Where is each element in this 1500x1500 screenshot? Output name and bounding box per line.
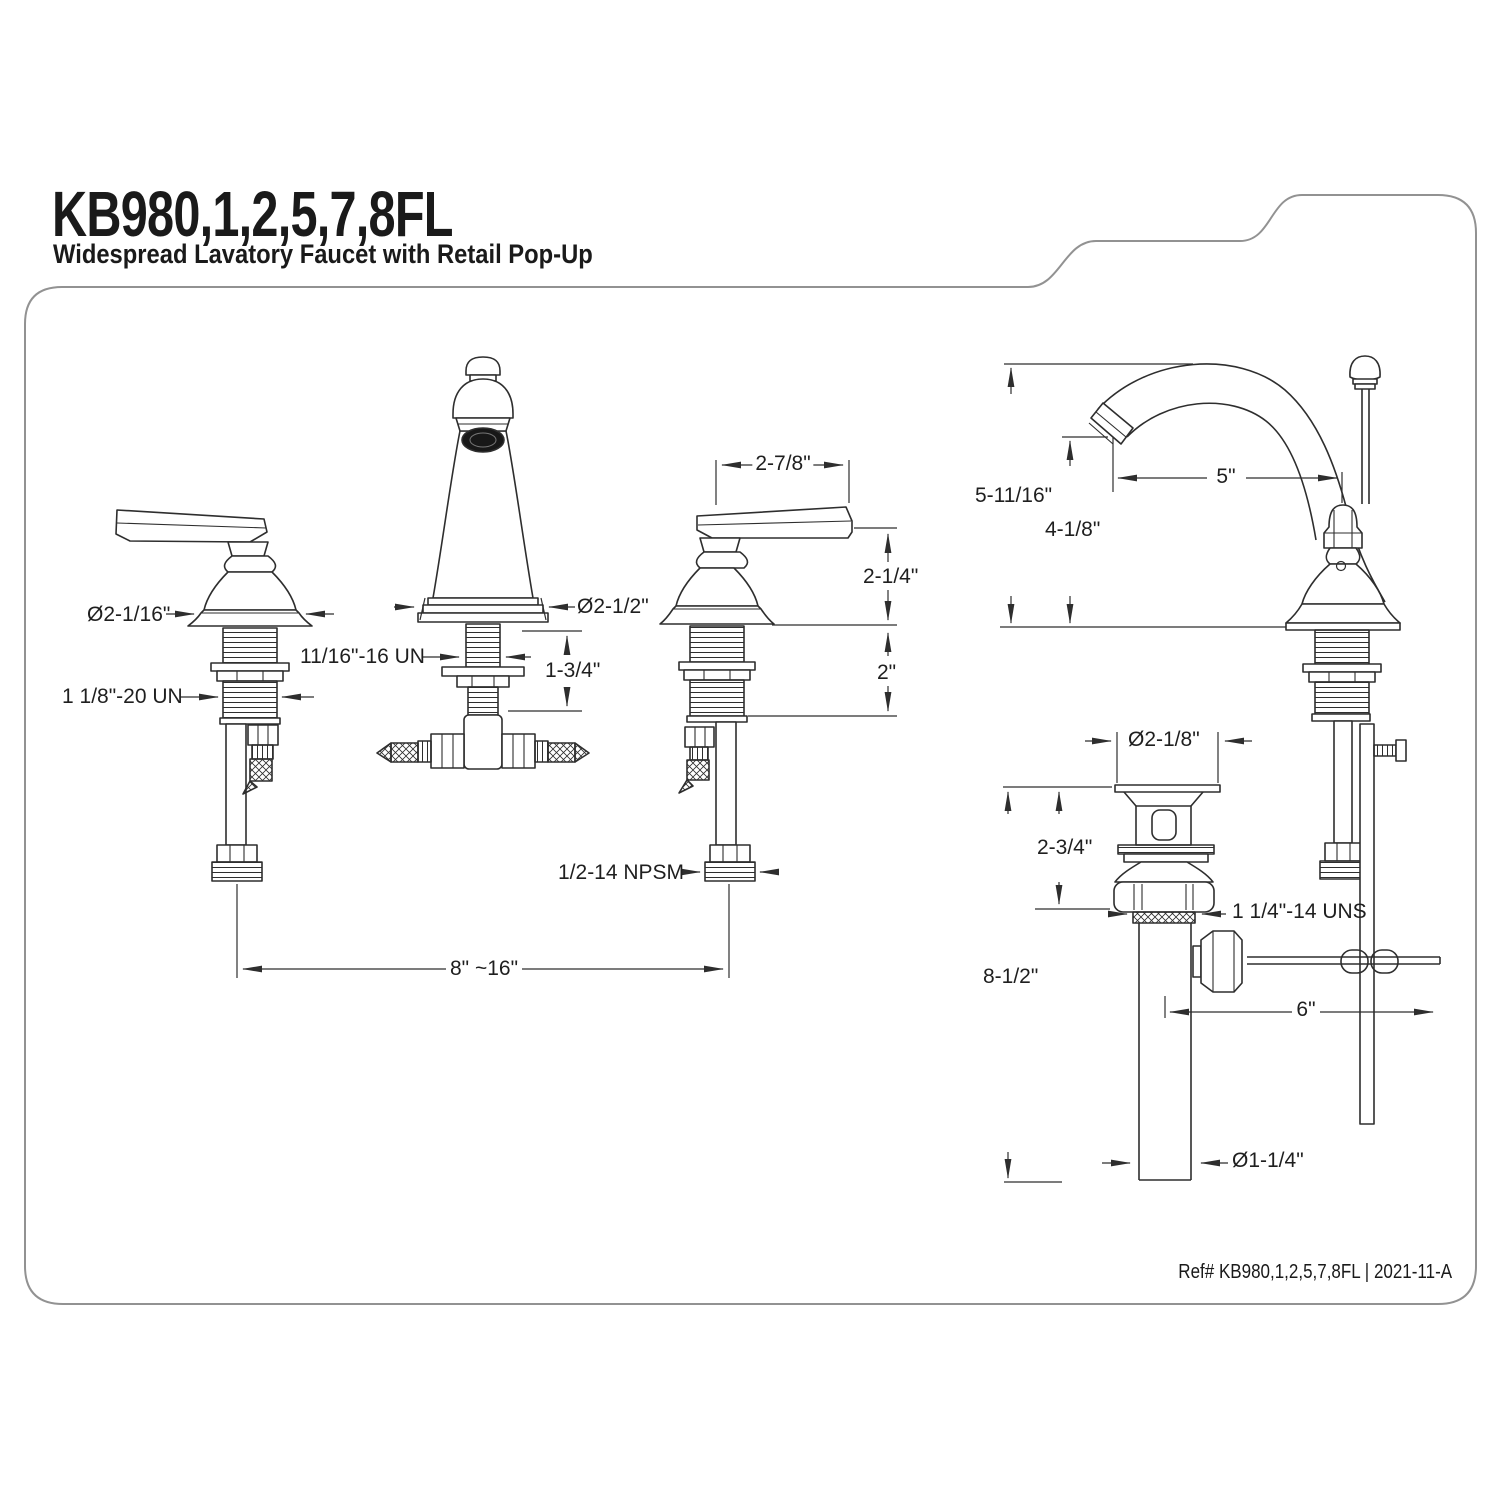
side-view [1000,355,1407,1125]
front-left-handle [115,509,313,882]
dim-spout-escutcheon-diameter: Ø2-1/2" [577,595,649,618]
dim-spout-reach: 5" [1213,466,1239,487]
popup-drain [1113,784,1441,1181]
side-handle [1285,504,1401,631]
front-spout [376,356,590,770]
dim-handle-height: 2-1/4" [860,566,922,587]
dim-drain-thread: 1 1/4"-14 UNS [1232,900,1367,923]
dim-drain-above-deck: 2-3/4" [1034,837,1096,858]
dim-handle-shank-thread: 1 1/8"-20 UN [62,685,183,708]
ref-number: Ref# KB980,1,2,5,7,8FL | 2021-11-A [1178,1261,1452,1283]
dim-rod-length: 6" [1293,999,1319,1020]
dim-handle-length: 2-7/8" [752,453,814,474]
border-outline [24,194,1477,1305]
dim-supply-connection: 1/2-14 NPSM [558,861,685,884]
dim-spout-shank-length: 1-3/4" [542,660,604,681]
side-shank [1302,629,1382,880]
page-title: KB980,1,2,5,7,8FL [52,178,453,250]
side-dimension-lines [1003,363,1434,1183]
page-subtitle: Widespread Lavatory Faucet with Retail P… [53,239,593,269]
front-right-handle [659,506,853,882]
dim-spout-height: 4-1/8" [1042,519,1104,540]
popup-lift-rod [1349,355,1381,504]
dim-drain-length: 8-1/2" [980,966,1042,987]
pivot-rod-assembly [1192,930,1441,993]
dim-spread: 8" ~16" [446,958,522,979]
dim-handle-shank-length: 2" [874,662,900,683]
dim-spout-shank-thread: 11/16"-16 UN [300,645,425,668]
dim-handle-escutcheon-diameter: Ø2-1/16" [87,603,171,626]
popup-strap [1359,723,1407,1125]
dim-overall-height: 5-11/16" [972,485,1056,506]
dim-drain-flange-diameter: Ø2-1/8" [1128,728,1200,751]
front-view [115,356,853,882]
side-spout [1088,363,1386,603]
dim-tailpiece-diameter: Ø1-1/4" [1232,1149,1304,1172]
front-dimension-lines [166,460,897,978]
